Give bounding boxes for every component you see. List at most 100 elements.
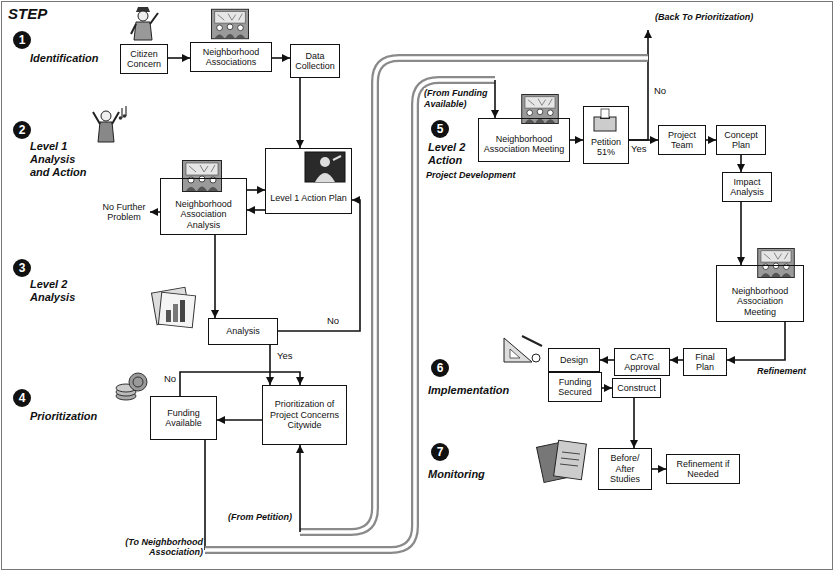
flow-note: (From Funding Available)	[424, 88, 490, 110]
connector	[217, 420, 262, 421]
process-box: Funding Secured	[548, 372, 602, 402]
step-number: 5	[431, 120, 449, 138]
step-name: Level 2 Action	[428, 141, 476, 167]
diagram-title: STEP	[8, 5, 47, 22]
flow-note: Refinement	[757, 366, 806, 377]
return-arrow	[647, 30, 649, 58]
box-text: Petition 51%	[587, 137, 625, 158]
connector-line	[272, 57, 290, 59]
box-text: Data Collection	[294, 51, 336, 72]
box-text: Design	[560, 355, 588, 365]
drafting-icon	[504, 336, 542, 362]
process-box: Analysis	[208, 318, 278, 345]
step-name: Level 2 Analysis	[30, 278, 90, 304]
connector	[670, 360, 683, 361]
connector-line	[727, 322, 785, 360]
process-box: Level 1 Action Plan	[265, 148, 352, 214]
step-number: 6	[431, 359, 449, 377]
connector-line	[740, 155, 742, 172]
process-box: Concept Plan	[716, 125, 766, 155]
box-text: Neighborhood Association Analysis	[164, 199, 243, 230]
band-core	[300, 58, 648, 532]
connector-line	[150, 211, 160, 213]
meeting-icon	[758, 248, 795, 277]
connector-line	[204, 440, 206, 550]
connector	[300, 78, 301, 148]
connector-line	[706, 139, 716, 141]
box-text: Neighborhood Association Meeting	[720, 286, 800, 317]
connector-line	[494, 80, 496, 118]
box-text: Analysis	[226, 326, 260, 336]
connector-line	[652, 468, 666, 470]
box-text: Funding Available	[154, 408, 213, 429]
step-number: 1	[13, 31, 31, 49]
step-name: Level 1 Analysis and Action	[30, 140, 94, 180]
band-outline	[300, 58, 648, 532]
process-box: Funding Available	[150, 396, 217, 440]
connector	[270, 345, 271, 385]
connector	[300, 58, 648, 532]
connector	[168, 58, 190, 59]
connector-line	[180, 372, 300, 396]
box-text: Neighborhood Associations	[194, 47, 268, 68]
connector	[570, 140, 583, 141]
process-box: Final Plan	[683, 348, 727, 376]
connector-line	[629, 58, 648, 140]
connector-line	[600, 359, 614, 361]
process-box: Refinement if Needed	[666, 454, 740, 484]
connector-line	[629, 139, 658, 141]
edge-label: Yes	[276, 351, 294, 361]
step-number: 2	[13, 121, 31, 139]
connector	[150, 212, 160, 213]
box-text: Neighborhood Association Meeting	[482, 134, 566, 155]
box-text: Impact Analysis	[726, 177, 768, 198]
coins-icon	[116, 373, 147, 400]
box-text: Refinement if Needed	[670, 459, 736, 480]
connector	[741, 202, 742, 265]
chart-icon	[151, 287, 195, 327]
connector	[180, 372, 300, 396]
box-text: CATC Approval	[618, 352, 666, 373]
photo-icon	[305, 152, 345, 182]
process-box: Prioritization of Project Concerns Cityw…	[262, 385, 347, 445]
connector-line	[168, 57, 190, 59]
band-outline	[205, 80, 495, 550]
box-text: Final Plan	[687, 352, 723, 373]
connector	[215, 235, 216, 318]
connector	[247, 190, 265, 191]
connector	[602, 388, 612, 389]
text-node: No Further Problem	[98, 192, 150, 232]
box-text: Project Team	[662, 130, 702, 151]
process-box: Project Team	[658, 125, 706, 155]
process-box: Neighborhood Associations	[190, 42, 272, 72]
process-box: Construct	[612, 378, 661, 398]
connector-line	[217, 419, 262, 421]
step-name: Implementation	[428, 384, 509, 397]
connector	[634, 398, 635, 448]
connector	[205, 80, 495, 550]
celebrating-person-icon	[93, 106, 126, 142]
connector-line	[570, 139, 583, 141]
connector	[247, 210, 265, 211]
process-box: Before/ After Studies	[598, 448, 652, 490]
citizen-icon	[131, 7, 158, 40]
box-text: Prioritization of Project Concerns Cityw…	[266, 399, 343, 430]
connector	[272, 58, 290, 59]
connector-line	[299, 78, 301, 148]
step-number: 3	[13, 259, 31, 277]
step-name: Prioritization	[30, 410, 97, 423]
meeting-icon	[211, 9, 248, 38]
connector-line	[278, 200, 360, 331]
connector	[741, 155, 742, 172]
meeting-icon	[183, 161, 222, 192]
connector-line	[214, 235, 216, 318]
process-box: CATC Approval	[614, 348, 670, 376]
step-name: Identification	[30, 52, 98, 65]
process-box: Neighborhood Association Meeting	[478, 118, 570, 162]
connector	[629, 140, 658, 141]
flow-note: (From Petition)	[228, 512, 298, 523]
connector-line	[247, 189, 265, 191]
step-subtitle: Project Development	[426, 170, 516, 180]
